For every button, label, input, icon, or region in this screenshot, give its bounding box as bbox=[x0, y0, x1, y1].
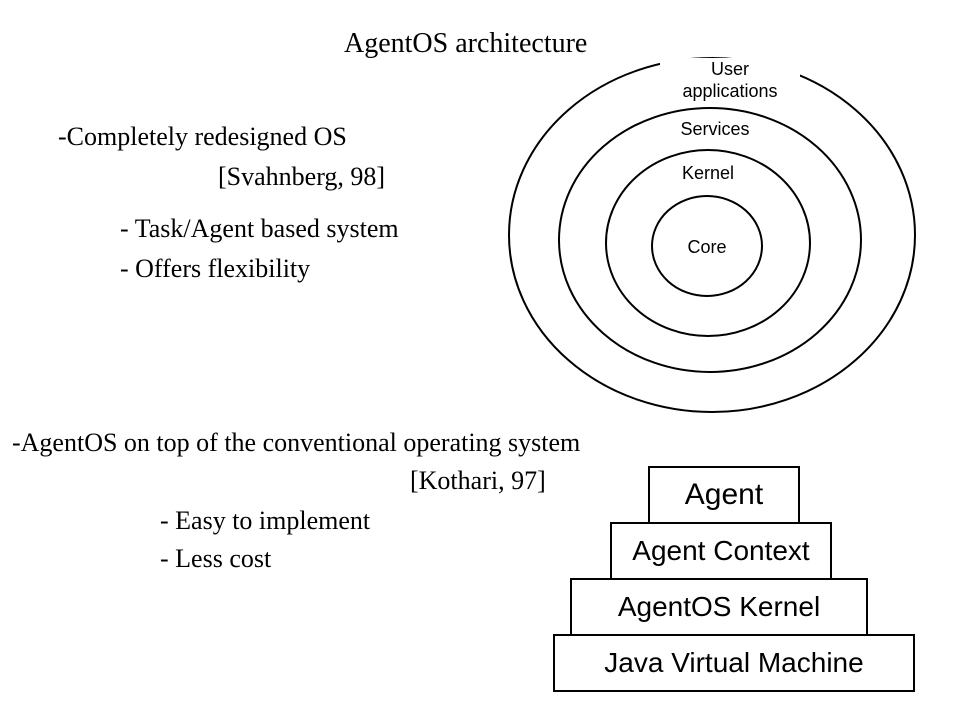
section2-bullet-2: - Less cost bbox=[160, 544, 272, 573]
stack-layer-jvm: Java Virtual Machine bbox=[553, 634, 915, 692]
stack-layer-agentos-kernel: AgentOS Kernel bbox=[570, 578, 868, 636]
section1-bullet-1: - Task/Agent based system bbox=[120, 214, 399, 243]
stack-layer-agent-context: Agent Context bbox=[610, 522, 832, 580]
section1-bullet-2: - Offers flexibility bbox=[120, 254, 311, 283]
section1-heading: -Completely redesigned OS bbox=[58, 122, 347, 151]
section1-citation: [Svahnberg, 98] bbox=[218, 162, 386, 191]
ring-label-user-line1: User bbox=[710, 59, 749, 79]
ring-label-services: Services bbox=[665, 118, 765, 140]
ring-label-kernel: Kernel bbox=[668, 162, 748, 184]
slide-title: AgentOS architecture bbox=[344, 28, 588, 59]
section2-citation: [Kothari, 97] bbox=[410, 466, 546, 495]
stack-layer-agent: Agent bbox=[648, 466, 800, 524]
ring-services bbox=[558, 107, 862, 373]
ring-label-core: Core bbox=[687, 237, 727, 257]
section2-heading: -AgentOS on top of the conventional oper… bbox=[12, 428, 581, 457]
ring-kernel bbox=[605, 149, 811, 337]
section2-bullet-1: - Easy to implement bbox=[160, 506, 371, 535]
ring-user-applications bbox=[508, 57, 916, 413]
ring-label-user: User applications bbox=[660, 58, 800, 102]
ring-core bbox=[651, 195, 763, 297]
ring-label-user-line2: applications bbox=[682, 81, 778, 101]
